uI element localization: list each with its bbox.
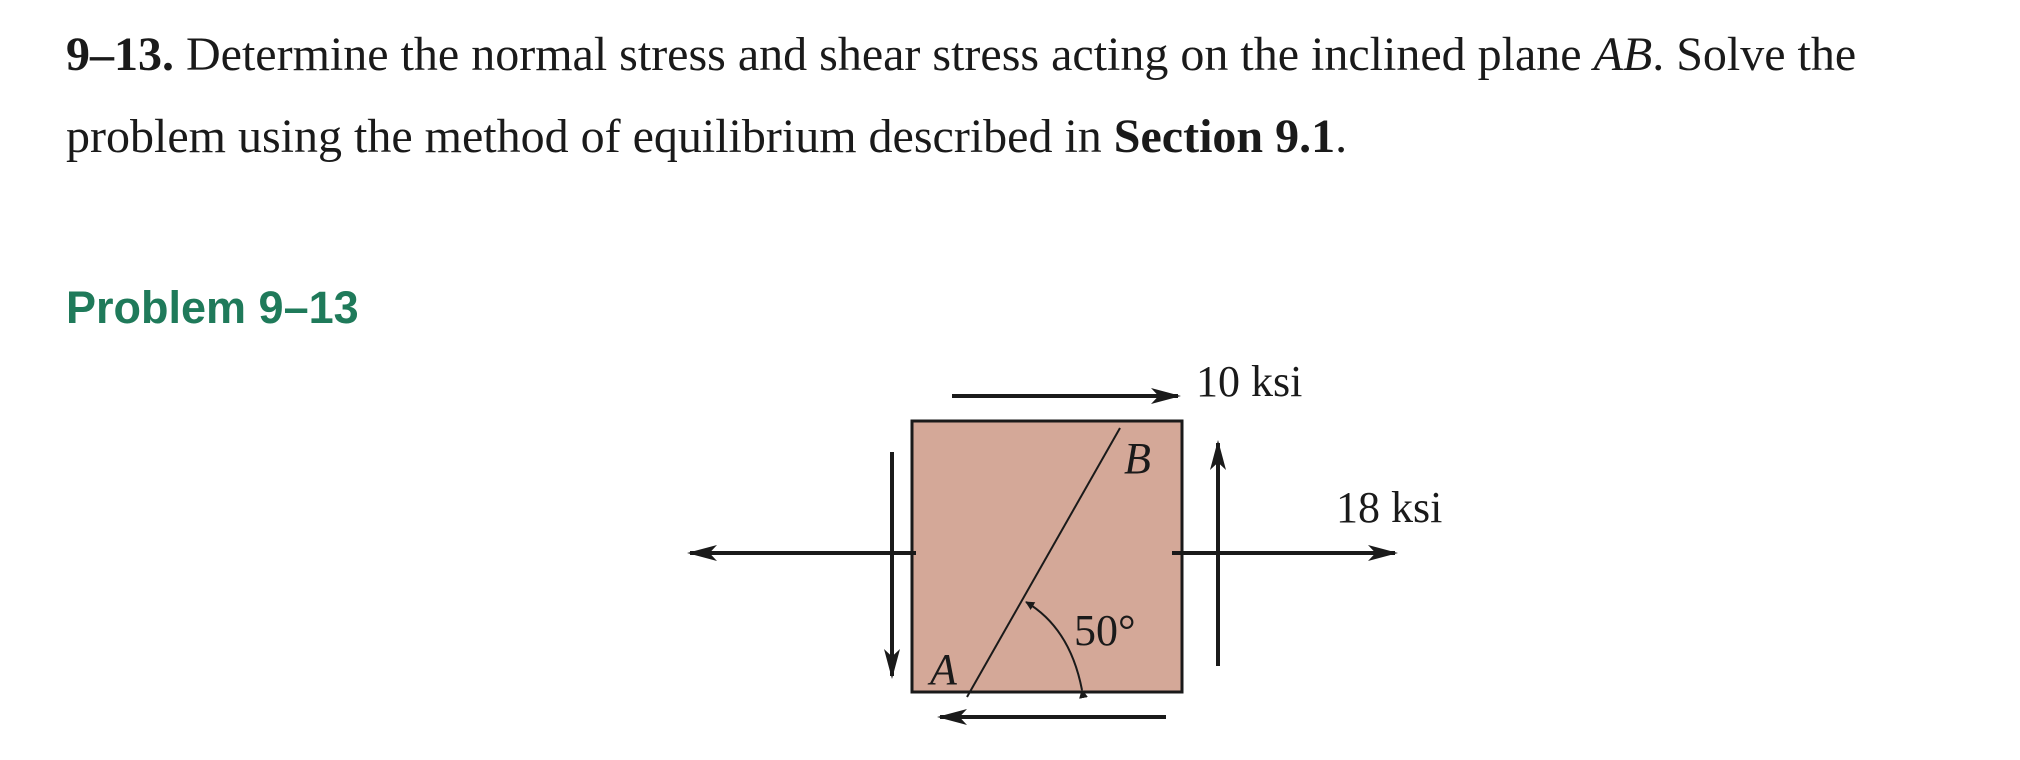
point-b-label: B (1124, 434, 1151, 483)
problem-statement: 9–13. Determine the normal stress and sh… (66, 14, 1996, 178)
problem-text-part2: . Solve the problem using the method of … (66, 28, 1857, 163)
point-a-label: A (927, 645, 958, 694)
problem-text-end: . (1335, 110, 1348, 163)
angle-arc (1025, 601, 1088, 699)
shear-stress-label: 10 ksi (1196, 357, 1302, 406)
problem-text-part1: Determine the normal stress and shear st… (174, 28, 1594, 81)
problem-number: 9–13. (66, 28, 174, 81)
plane-label: AB (1593, 28, 1653, 81)
angle-label: 50° (1074, 606, 1136, 655)
problem-heading: Problem 9–13 (66, 282, 359, 333)
inclined-plane-ab (966, 427, 1121, 698)
normal-stress-label: 18 ksi (1336, 483, 1442, 532)
section-reference: Section 9.1 (1113, 110, 1336, 163)
